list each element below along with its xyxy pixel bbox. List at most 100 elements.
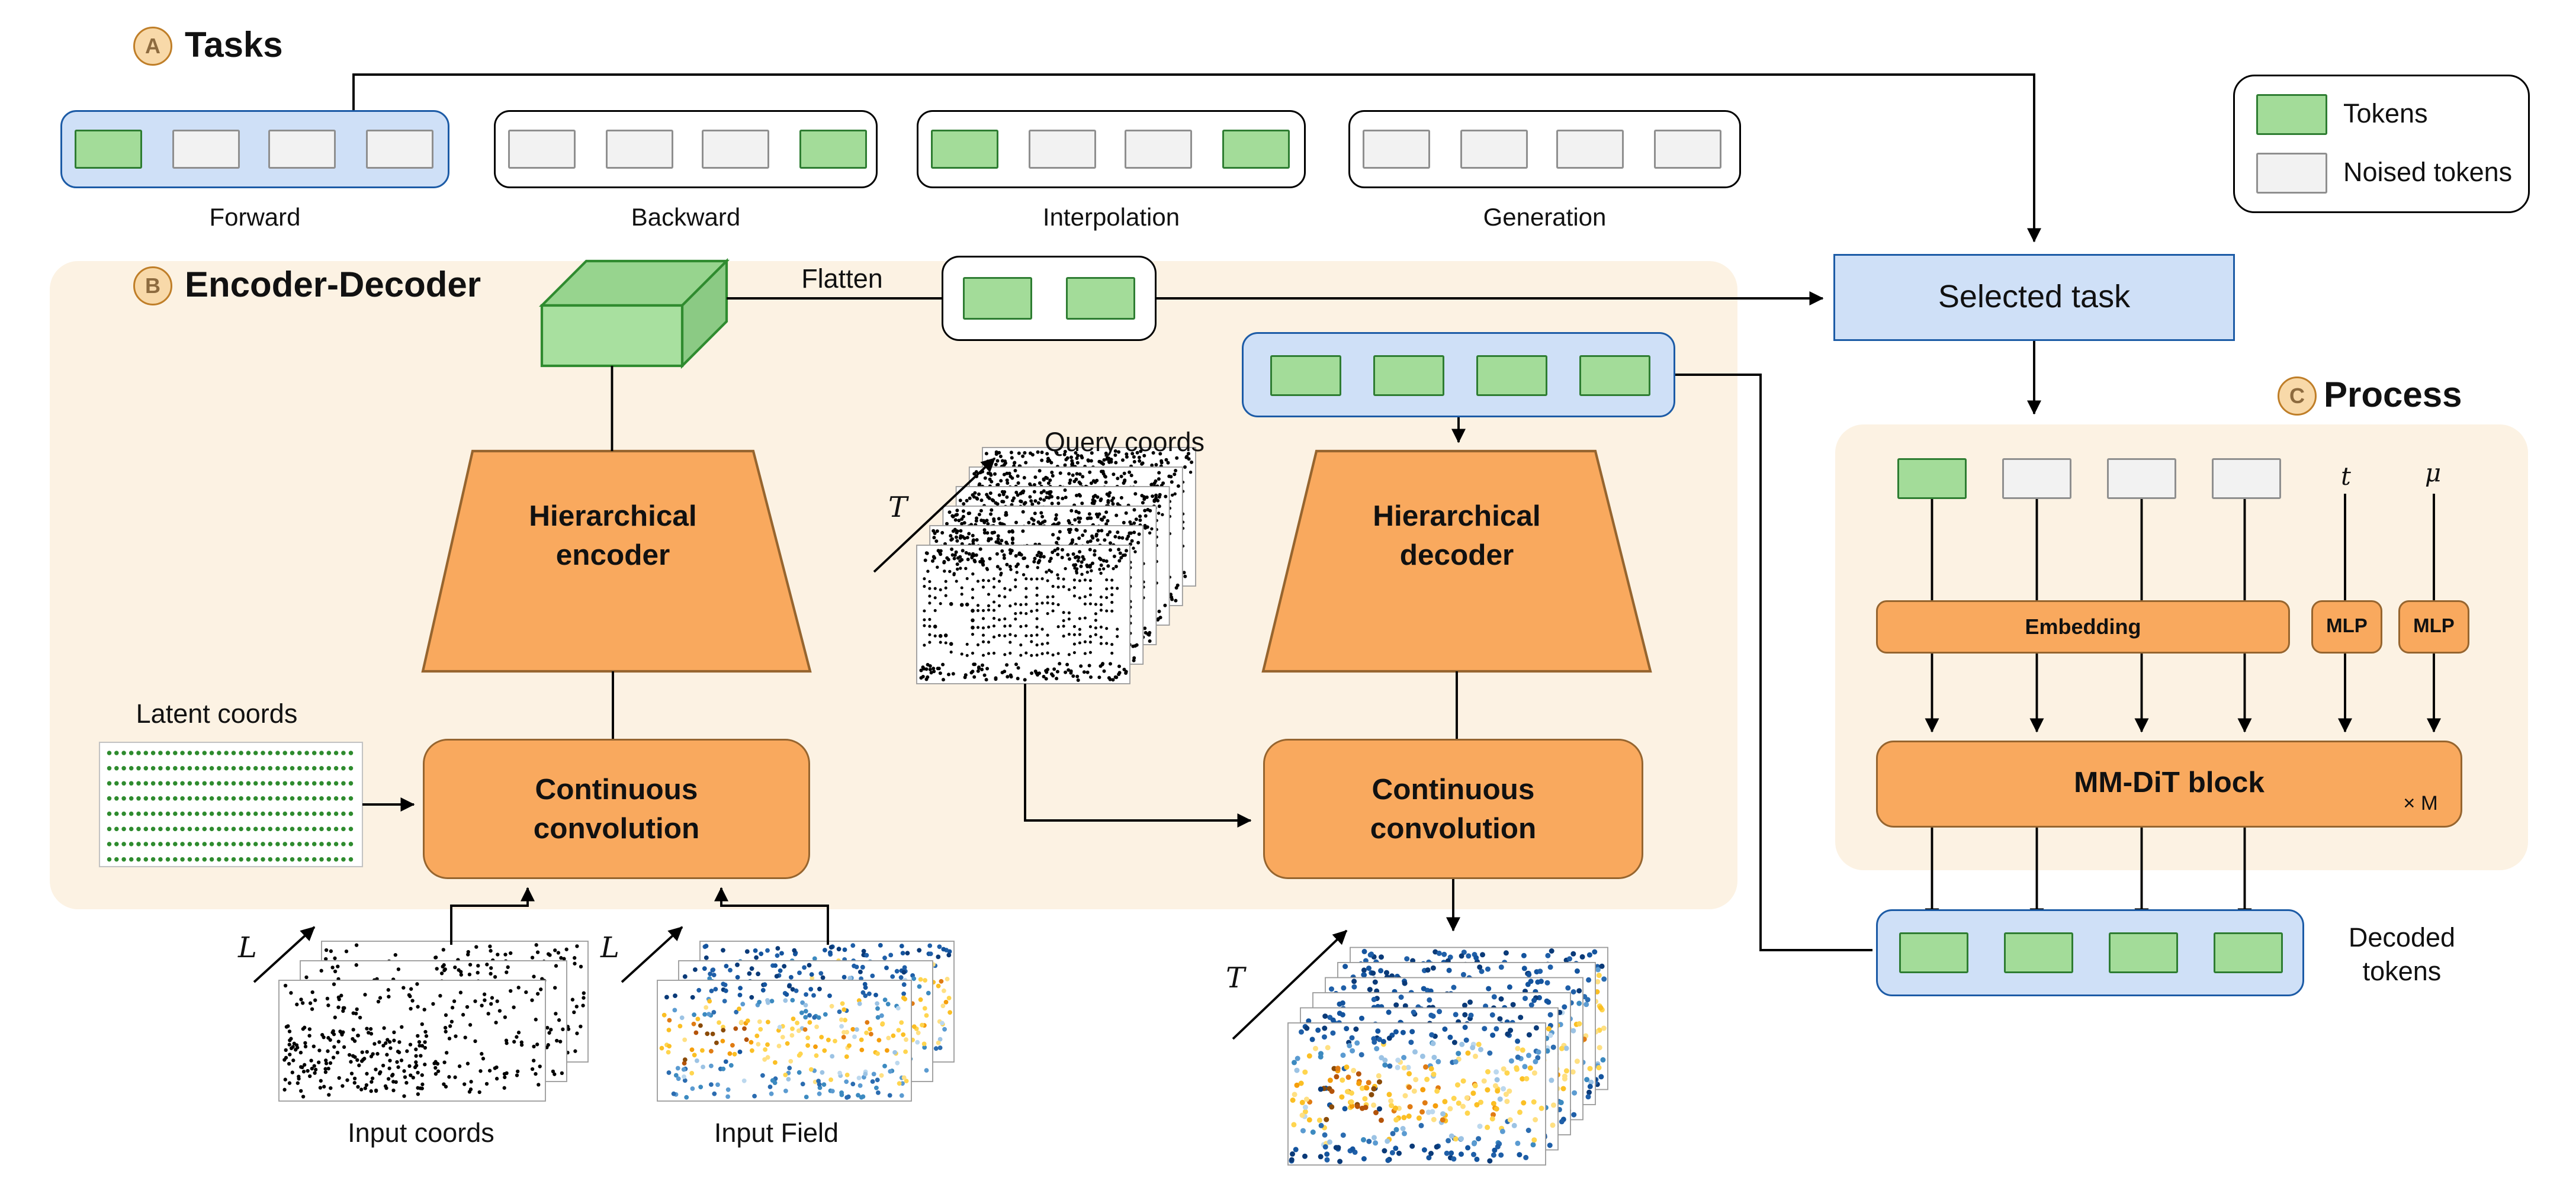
l-axis-label-coords: L xyxy=(238,931,257,964)
token-cell xyxy=(1476,354,1547,395)
t-axis-arrow-output xyxy=(1232,929,1348,1040)
hierarchical-decoder-label: Hierarchical decoder xyxy=(1332,497,1581,575)
token-cell xyxy=(1066,277,1135,320)
l-axis-arrow-field xyxy=(621,926,683,983)
noised-token-cell xyxy=(1363,130,1430,169)
token-cell xyxy=(963,277,1032,320)
legend-noised-swatch xyxy=(2256,153,2327,194)
token-cell xyxy=(1579,354,1650,395)
section-a-badge: A xyxy=(133,27,172,66)
flattened-tokens-box xyxy=(942,256,1157,341)
noised-token-cell xyxy=(1653,130,1721,169)
task-strip-backward xyxy=(494,110,878,188)
noised-token-cell xyxy=(2107,458,2176,499)
input-coords-to-conv-line xyxy=(450,887,535,945)
decoder-label-line2: decoder xyxy=(1399,540,1514,572)
t-axis-arrow-query xyxy=(873,457,996,573)
continuous-convolution-right: Continuous convolution xyxy=(1263,739,1643,879)
embedding-label: Embedding xyxy=(2025,614,2141,639)
legend: Tokens Noised tokens xyxy=(2233,75,2530,213)
hierarchical-encoder-label: Hierarchical encoder xyxy=(489,497,737,575)
l-axis-label-field: L xyxy=(600,931,619,964)
input-coords-stack xyxy=(278,941,589,1102)
mu-label: μ xyxy=(2424,460,2442,488)
t-axis-label-output: T xyxy=(1226,961,1245,995)
token-cell xyxy=(1270,354,1341,395)
continuous-convolution-left: Continuous convolution xyxy=(423,739,810,879)
noised-token-cell xyxy=(365,130,433,169)
latent-cube xyxy=(538,258,730,369)
decoded-tokens-box xyxy=(1876,909,2304,996)
conv-left-label: Continuous convolution xyxy=(425,770,808,848)
query-coords-label: Query coords xyxy=(1044,428,1205,458)
noised-token-cell xyxy=(1556,130,1624,169)
input-field-label: Input Field xyxy=(714,1119,839,1149)
conv-left-line1: Continuous xyxy=(535,773,698,806)
output-field-stack xyxy=(1287,947,1608,1166)
mlp1-label: MLP xyxy=(2326,616,2368,638)
noised-token-cell xyxy=(508,130,576,169)
task-label-forward: Forward xyxy=(209,202,301,231)
decoder-label-line1: Hierarchical xyxy=(1373,501,1541,533)
noised-token-cell xyxy=(2002,458,2071,499)
noised-token-cell xyxy=(2212,458,2281,499)
query-coords-stack xyxy=(916,447,1196,684)
token-cell xyxy=(2004,932,2073,973)
process-input-tokens xyxy=(1876,458,2304,499)
token-cell xyxy=(75,130,142,169)
latent-coords-label: Latent coords xyxy=(136,700,298,730)
input-coords-label: Input coords xyxy=(348,1119,494,1149)
task-strip-generation xyxy=(1348,110,1741,188)
mlp-block-2: MLP xyxy=(2398,600,2469,654)
section-a-title: Tasks xyxy=(185,27,283,66)
noised-token-cell xyxy=(1027,130,1096,169)
noised-token-cell xyxy=(605,130,673,169)
embedding-block: Embedding xyxy=(1876,600,2290,654)
token-cell xyxy=(1221,130,1289,169)
mlp2-label: MLP xyxy=(2413,616,2455,638)
tokens-to-decoded-line xyxy=(1675,374,1872,951)
decoded-label-line2: tokens xyxy=(2362,957,2442,987)
decoded-label-line1: Decoded xyxy=(2348,923,2456,954)
token-cell xyxy=(931,130,998,169)
conv-right-line2: convolution xyxy=(1370,812,1537,845)
noised-token-cell xyxy=(171,130,239,169)
task-strip-interpolation xyxy=(917,110,1306,188)
conv-right-label: Continuous convolution xyxy=(1265,770,1642,848)
legend-noised-label: Noised tokens xyxy=(2343,158,2513,188)
noised-token-cell xyxy=(702,130,769,169)
latent-coords-grid xyxy=(98,741,364,868)
input-field-to-conv-line xyxy=(714,887,829,945)
token-cell xyxy=(2109,932,2178,973)
l-axis-arrow-coords xyxy=(253,926,316,983)
encoder-label-line2: encoder xyxy=(555,540,670,572)
mlp-block-1: MLP xyxy=(2311,600,2382,654)
conv-right-line1: Continuous xyxy=(1371,773,1535,806)
token-cell xyxy=(1899,932,1968,973)
task-label-interpolation: Interpolation xyxy=(1042,202,1180,231)
token-cell xyxy=(798,130,866,169)
selected-task-box: Selected task xyxy=(1833,254,2235,341)
noised-token-cell xyxy=(1125,130,1192,169)
token-cell xyxy=(1373,354,1444,395)
t-axis-label-query: T xyxy=(888,490,908,524)
token-cell xyxy=(2214,932,2283,973)
task-label-backward: Backward xyxy=(631,202,741,231)
noised-token-cell xyxy=(268,130,336,169)
section-c-badge: C xyxy=(2278,376,2317,416)
legend-token-label: Tokens xyxy=(2343,99,2428,130)
connector-lines xyxy=(253,73,2441,1040)
mmdit-label: MM-DiT block xyxy=(2074,767,2265,799)
decoder-input-tokens xyxy=(1242,332,1675,417)
section-b-badge: B xyxy=(133,266,172,305)
hierarchical-decoder-shape xyxy=(1261,449,1652,673)
selected-task-label: Selected task xyxy=(1938,279,2131,314)
encoder-label-line1: Hierarchical xyxy=(529,501,697,533)
repeat-m-label: × M xyxy=(2403,794,2438,815)
section-b-title: Encoder-Decoder xyxy=(185,266,481,305)
section-c-title: Process xyxy=(2324,376,2462,416)
task-label-generation: Generation xyxy=(1483,202,1607,231)
